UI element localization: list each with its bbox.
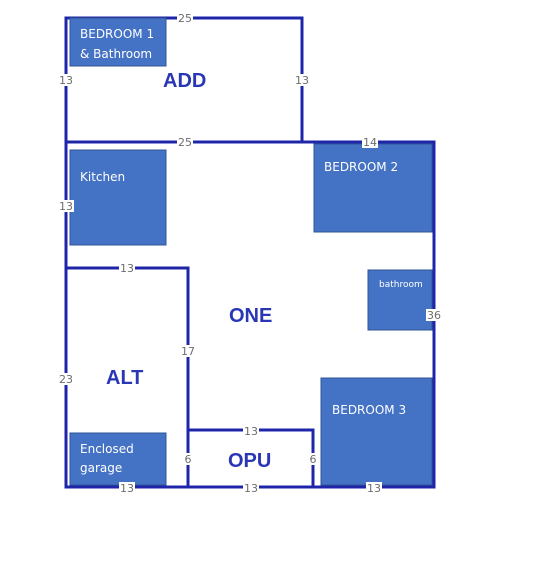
dim-add-bottom: 25 xyxy=(178,136,192,149)
dim-main-top-right: 14 xyxy=(363,136,377,149)
zone-add-label: ADD xyxy=(163,70,206,92)
dim-kitchen-left: 13 xyxy=(59,200,73,213)
kitchen-label: Kitchen xyxy=(80,170,125,184)
main-outer-wall xyxy=(64,140,436,489)
alt-wall xyxy=(64,266,190,489)
dim-bottom-right: 13 xyxy=(367,482,381,495)
opu-wall xyxy=(186,428,315,489)
zone-alt-label: ALT xyxy=(106,367,143,389)
bedroom2-label: BEDROOM 2 xyxy=(324,160,398,174)
bedroom1-label-line2: & Bathroom xyxy=(80,47,152,61)
garage-box xyxy=(69,432,167,486)
dim-alt-right: 17 xyxy=(181,345,195,358)
kitchen-box xyxy=(69,149,167,246)
dim-bottom-left: 13 xyxy=(120,482,134,495)
dim-add-right: 13 xyxy=(295,74,309,87)
bedroom1-box xyxy=(69,17,167,67)
dim-alt-left: 23 xyxy=(59,373,73,386)
dim-bottom-middle: 13 xyxy=(244,482,258,495)
bathroom-label: bathroom xyxy=(379,280,423,290)
rooms xyxy=(69,17,433,486)
bedroom3-label: BEDROOM 3 xyxy=(332,403,406,417)
dim-opu-left: 6 xyxy=(185,453,192,466)
bedroom1-label-line1: BEDROOM 1 xyxy=(80,27,154,41)
zone-labels: ADD ONE ALT OPU xyxy=(106,70,272,472)
dim-opu-top: 13 xyxy=(244,425,258,438)
garage-label-line1: Enclosed xyxy=(80,442,134,456)
dim-alt-top: 13 xyxy=(120,262,134,275)
zone-opu-label: OPU xyxy=(228,450,271,472)
dim-opu-right: 6 xyxy=(310,453,317,466)
room-labels: BEDROOM 1 & Bathroom Kitchen BEDROOM 2 b… xyxy=(80,27,423,475)
dim-right-side: 36 xyxy=(427,309,441,322)
bedroom3-box xyxy=(320,377,433,486)
garage-label-line2: garage xyxy=(80,461,122,475)
bedroom2-box xyxy=(313,143,433,233)
zone-one-label: ONE xyxy=(229,305,272,327)
dim-add-left: 13 xyxy=(59,74,73,87)
dimension-labels: 25 13 13 25 14 13 13 17 23 36 13 6 6 13 … xyxy=(58,12,442,495)
bathroom-box xyxy=(367,269,433,331)
dim-add-top: 25 xyxy=(178,12,192,25)
